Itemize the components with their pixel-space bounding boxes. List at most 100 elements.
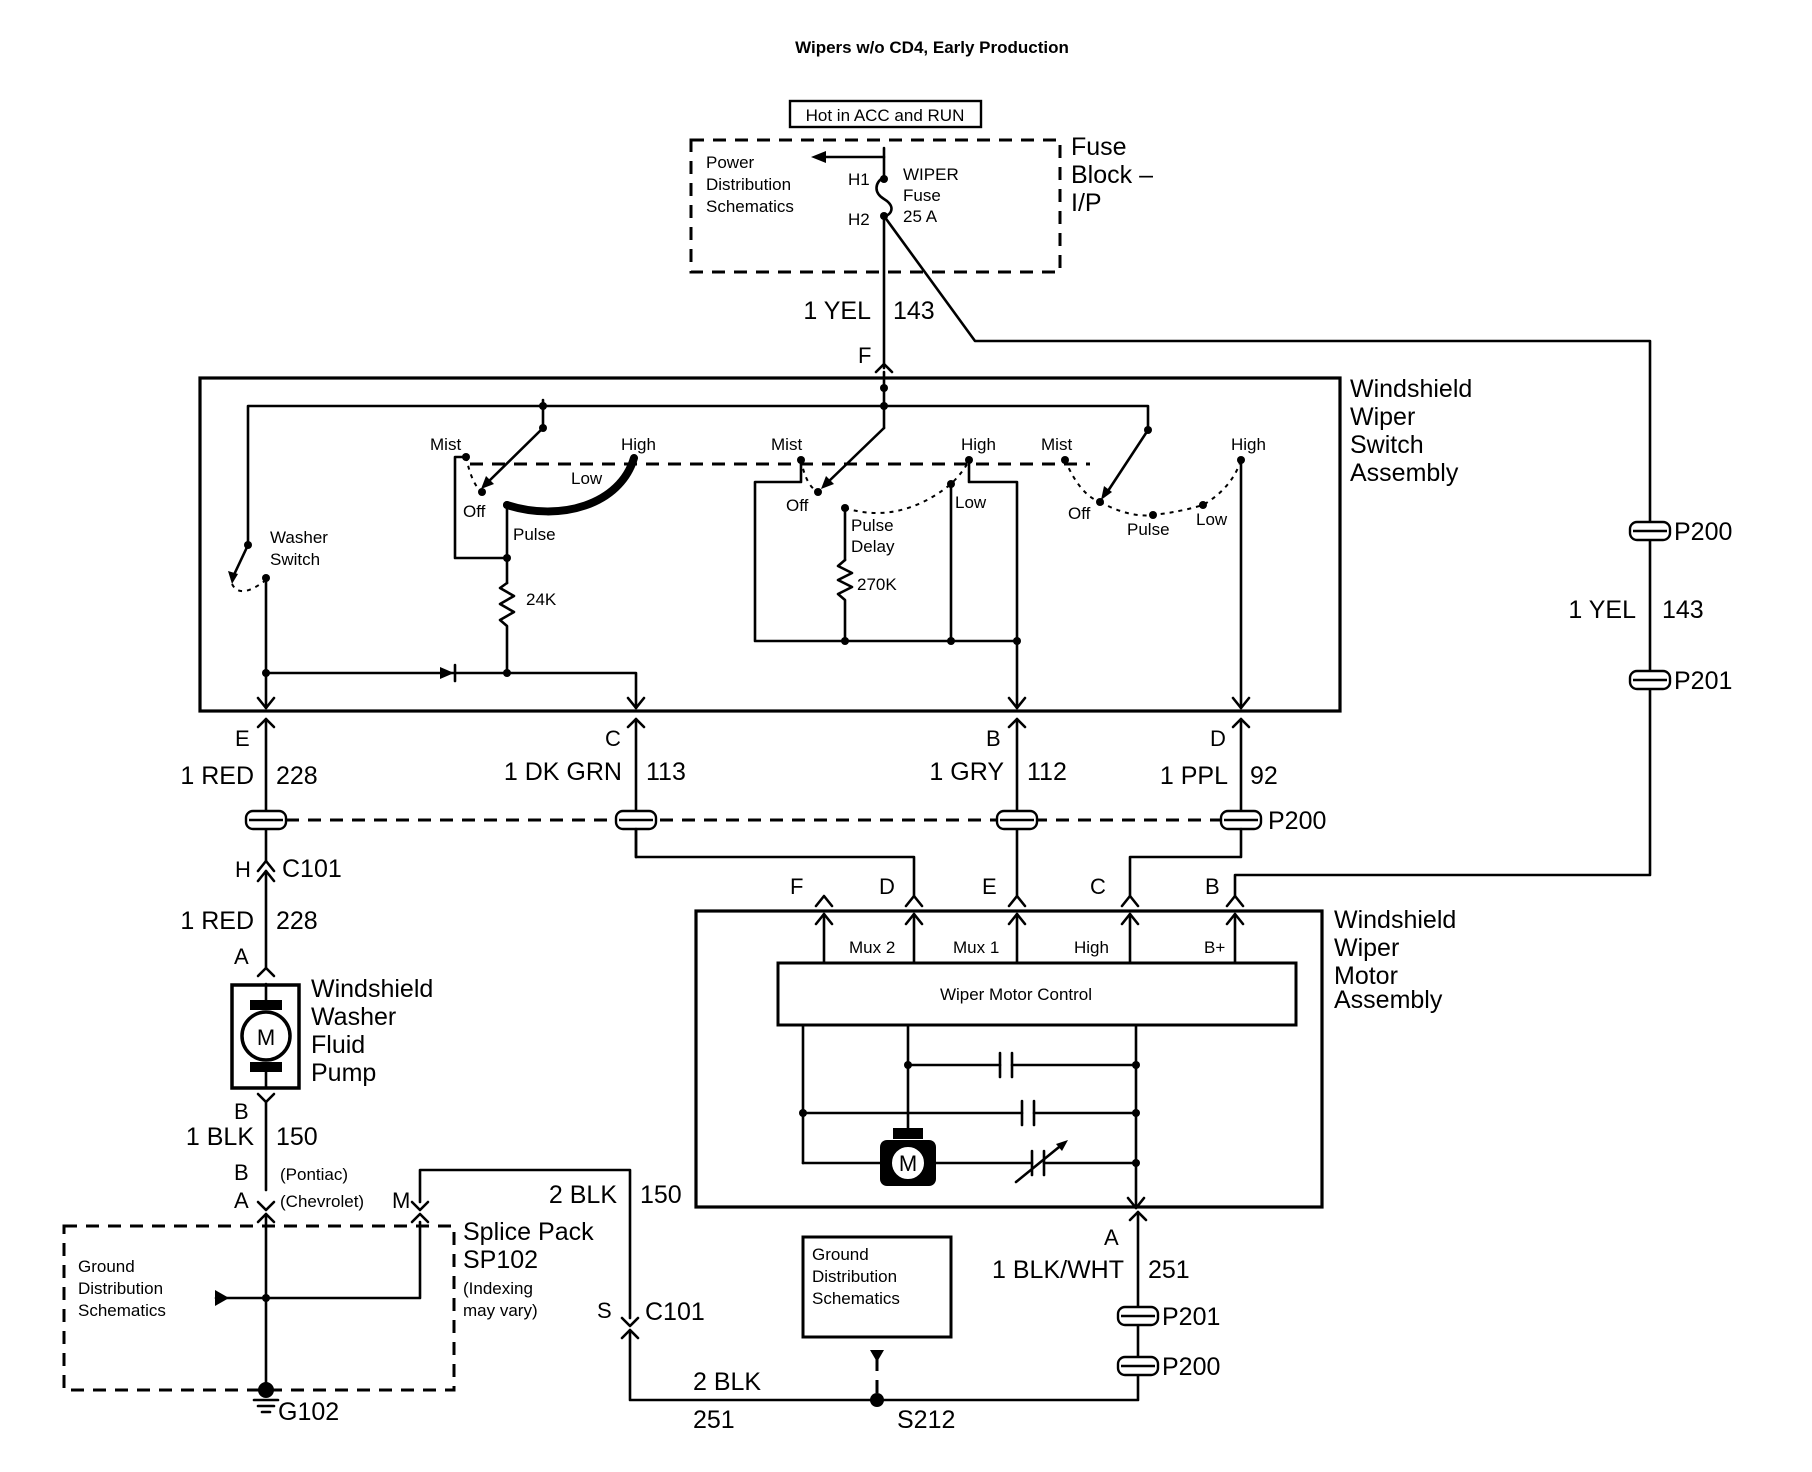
splice-gnd-1: Ground [78,1257,135,1276]
fuse-block: Hot in ACC and RUN Fuse Block – I/P Powe… [689,99,1153,274]
connector-icon [874,362,894,374]
bottom-circuit: 251 [693,1406,735,1434]
power-dist-label-1: Power [706,153,755,172]
pump-label-1: Windshield [311,975,433,1003]
motor-out-gauge: 1 BLK/WHT [992,1256,1124,1284]
fuse-pin-h2: H2 [848,210,870,229]
out-b-pin: B [986,726,1001,751]
left-low: Low [571,469,603,488]
switch-group-left: Mist High Low Off Pulse 24K [430,424,656,677]
motor-pin-b: B [1205,874,1220,899]
switch-pin-f: F [858,343,871,368]
out-c-pin: C [605,726,621,751]
switch-output-wires [256,717,1251,898]
out-c-circuit: 113 [646,758,686,786]
ground-s-pin: S [597,1298,612,1323]
splice-label-2: SP102 [463,1246,538,1274]
fuse-pin-h1: H1 [848,170,870,189]
out-b-circuit: 112 [1027,758,1067,786]
p200-conn-d [1219,809,1263,831]
motor-assy-label-4: Assembly [1334,986,1443,1014]
left-high: High [621,435,656,454]
chevrolet-pin: A [234,1188,249,1213]
feed-wire-gauge: 1 YEL [803,297,871,325]
washer-switch-label-2: Switch [270,550,320,569]
motor-pin-d: D [879,874,895,899]
s212-splice [870,1393,884,1407]
fuse-label: Fuse [903,186,941,205]
right-pulse: Pulse [1127,520,1170,539]
fuse-block-label-1: Fuse [1071,133,1127,161]
pump-motor-m: M [257,1025,275,1050]
p200-connector [1628,520,1672,542]
resistor-24k-icon [498,581,516,675]
motor-assy-label-1: Windshield [1334,906,1456,934]
diode-icon [440,667,454,679]
center-pulse: Pulse [851,516,894,535]
center-off: Off [786,496,809,515]
p200-conn-e [244,809,288,831]
wiper-motor-m: M [899,1151,917,1176]
out-e-gauge: 1 RED [180,762,254,790]
center-mist: Mist [771,435,802,454]
center-low: Low [955,493,987,512]
out-c-gauge: 1 DK GRN [504,758,622,786]
c101-label-top: C101 [282,855,342,883]
motor-out-circuit: 251 [1148,1256,1190,1284]
fuse-icon [875,175,893,219]
bottom-gauge: 2 BLK [693,1368,761,1396]
ground-c101-label: C101 [645,1298,705,1326]
wiper-motor-control-box [776,961,1298,1027]
bplus-label: B+ [1204,938,1225,957]
p200-side-label: P200 [1674,518,1732,546]
wiper-motor-control-label: Wiper Motor Control [940,985,1092,1004]
washer-gauge: 1 RED [180,907,254,935]
diagram-title: Wipers w/o CD4, Early Production [795,38,1069,57]
motor-pin-leads [814,894,1245,964]
motor-assy-label-2: Wiper [1334,934,1399,962]
pump-pin-b: B [234,1099,249,1124]
splice-gnd-3: Schematics [78,1301,166,1320]
mux1-label: Mux 1 [953,938,999,957]
ground-dist-1: Ground [812,1245,869,1264]
switch-label-4: Assembly [1350,459,1459,487]
ground-dist-3: Schematics [812,1289,900,1308]
ground-icon [252,1382,280,1414]
g102-label: G102 [278,1398,339,1426]
pump-blk-circuit: 150 [276,1123,318,1151]
res-24k-label: 24K [526,590,557,609]
splice-label-4: may vary) [463,1301,538,1320]
out-b-gauge: 1 GRY [929,758,1004,786]
motor-pin-f: F [790,874,803,899]
wiper-motor-icon [890,1145,926,1181]
side-wire-circuit: 143 [1662,596,1704,624]
washer-pump: M [230,982,301,1090]
fuse-block-outline [689,138,1062,274]
motor-assy-label-3: Motor [1334,962,1398,990]
pump-pin-a: A [234,944,249,969]
hot-in-acc-label: Hot in ACC and RUN [806,106,965,125]
power-dist-label-3: Schematics [706,197,794,216]
hot-in-acc-box [788,99,983,129]
c101-pin-h: H [235,857,251,882]
p200-bottom-label: P200 [1162,1353,1220,1381]
switch-group-center: Mist High Off Low Pulse Delay 270K [753,426,1021,710]
res-270k-label: 270K [857,575,897,594]
pump-label-2: Washer [311,1003,396,1031]
ground-wire-gauge: 2 BLK [549,1181,617,1209]
pontiac-label: (Pontiac) [280,1165,348,1184]
out-d-circuit: 92 [1250,762,1278,790]
motor-pin-e: E [982,874,997,899]
motor-pin-c: C [1090,874,1106,899]
out-e-pin: E [235,726,250,751]
p201-bottom-label: P201 [1162,1303,1220,1331]
splice-pin-m: M [392,1188,410,1213]
out-d-pin: D [1210,726,1226,751]
arrow-left-icon [811,151,826,163]
washer-switch-label-1: Washer [270,528,328,547]
pump-label-3: Fluid [311,1031,365,1059]
power-dist-label-2: Distribution [706,175,791,194]
side-wire-gauge: 1 YEL [1568,596,1636,624]
